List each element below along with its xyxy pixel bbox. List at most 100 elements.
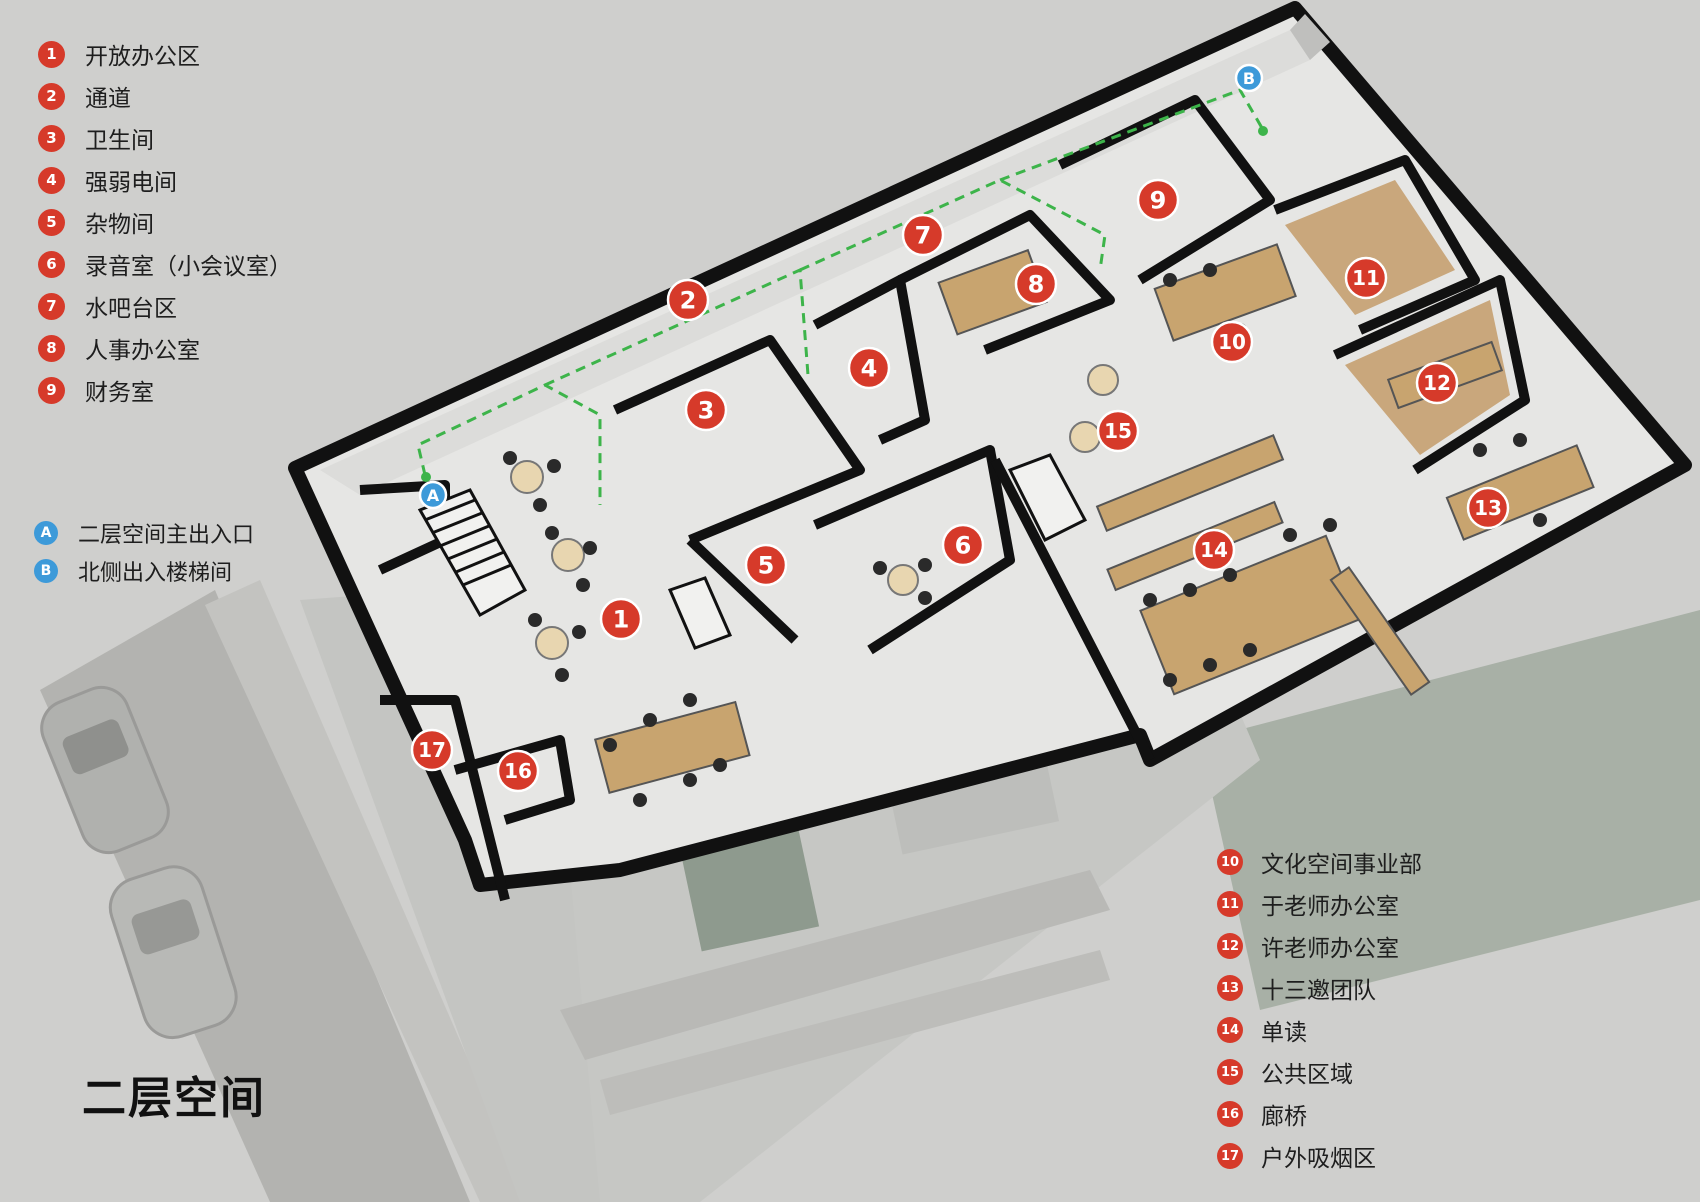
plan-marker-label: 13: [1474, 496, 1502, 520]
legend-badge: 2: [38, 82, 65, 110]
legend-item-3: 3 卫生间: [0, 117, 292, 159]
legend-label: 杂物间: [85, 212, 154, 238]
route-end-dot: [1258, 126, 1268, 136]
legend-label: 水吧台区: [85, 296, 177, 322]
legend-badge: 14: [1217, 1017, 1243, 1043]
plan-marker-label: 17: [418, 738, 446, 762]
legend-label: 十三邀团队: [1261, 978, 1376, 1004]
legend-item-12: 12 许老师办公室: [1217, 925, 1422, 967]
circulation-route: [416, 88, 1264, 505]
plan-marker-label: 10: [1218, 330, 1246, 354]
legend-label: 单读: [1261, 1020, 1307, 1046]
plan-marker-6: 6: [941, 523, 985, 567]
plan-marker-label: 5: [758, 552, 775, 580]
legend-badge: 5: [38, 208, 65, 236]
legend-label: 公共区域: [1261, 1062, 1353, 1088]
plan-marker-label: 6: [955, 532, 972, 560]
legend-label: 通道: [85, 86, 131, 112]
plan-marker-15: 15: [1096, 409, 1140, 453]
legend-badge: 16: [1217, 1101, 1243, 1127]
legend-label: 于老师办公室: [1261, 894, 1399, 920]
plan-marker-label: A: [427, 486, 440, 505]
legend-item-9: 9 财务室: [0, 369, 292, 411]
legend-label: 户外吸烟区: [1261, 1146, 1376, 1172]
stairs: [417, 453, 1088, 650]
legend-badge: 12: [1217, 933, 1243, 959]
legend-item-8: 8 人事办公室: [0, 327, 292, 369]
plan-marker-circle: [1192, 528, 1236, 572]
legend-label: 二层空间主出入口: [78, 523, 255, 548]
legend-item-2: 2 通道: [0, 75, 292, 117]
plan-marker-label: 15: [1104, 419, 1132, 443]
legend-badge: 8: [38, 334, 65, 362]
plan-marker-circle: [599, 597, 643, 641]
plan-marker-circle: [410, 728, 454, 772]
plan-marker-circle: [1466, 486, 1510, 530]
plan-marker-circle: [1344, 256, 1388, 300]
plan-marker-7: 7: [901, 213, 945, 257]
legend-badge: 9: [38, 376, 65, 404]
legend-badge: 6: [38, 250, 65, 278]
plan-marker-14: 14: [1192, 528, 1236, 572]
plan-marker-10: 10: [1210, 320, 1254, 364]
legend-label: 廊桥: [1261, 1104, 1307, 1130]
legend-badge: 4: [38, 166, 65, 194]
plan-marker-circle: [418, 480, 448, 510]
plan-marker-circle: [684, 388, 728, 432]
parked-car-icon: [40, 685, 170, 855]
plan-marker-b: B: [1234, 63, 1264, 93]
legend-label: 卫生间: [85, 128, 154, 154]
legend-label: 人事办公室: [85, 338, 200, 364]
plan-marker-4: 4: [847, 346, 891, 390]
plan-marker-label: 4: [861, 355, 878, 383]
plan-marker-label: 12: [1423, 371, 1451, 395]
plan-marker-circle: [1014, 262, 1058, 306]
legend-label: 开放办公区: [85, 44, 200, 70]
legend-label: 财务室: [85, 380, 154, 406]
plan-marker-circle: [1210, 320, 1254, 364]
plan-marker-label: 8: [1028, 271, 1045, 299]
plan-marker-circle: [901, 213, 945, 257]
plan-marker-16: 16: [496, 749, 540, 793]
plan-marker-1: 1: [599, 597, 643, 641]
plan-marker-9: 9: [1136, 178, 1180, 222]
plan-marker-2: 2: [666, 278, 710, 322]
legend-badge: 10: [1217, 849, 1243, 875]
plan-marker-label: 2: [680, 287, 697, 315]
plan-marker-circle: [1415, 361, 1459, 405]
plan-marker-label: B: [1243, 69, 1255, 88]
plan-marker-label: 1: [613, 606, 630, 634]
plan-marker-label: 3: [698, 397, 715, 425]
ground-level: [40, 580, 1700, 1202]
plan-marker-12: 12: [1415, 361, 1459, 405]
plan-marker-11: 11: [1344, 256, 1388, 300]
plan-marker-8: 8: [1014, 262, 1058, 306]
plan-marker-circle: [744, 543, 788, 587]
legend-badge: 3: [38, 124, 65, 152]
route-start-dot: [421, 472, 431, 482]
plan-marker-label: 7: [915, 222, 932, 250]
legend-label: 许老师办公室: [1261, 936, 1399, 962]
plan-marker-label: 16: [504, 759, 532, 783]
round-tables: [510, 364, 1119, 660]
chairs: [503, 263, 1547, 807]
plan-marker-circle: [496, 749, 540, 793]
plan-marker-17: 17: [410, 728, 454, 772]
plan-marker-circle: [1234, 63, 1264, 93]
plan-marker-circle: [941, 523, 985, 567]
plan-marker-circle: [847, 346, 891, 390]
plan-marker-3: 3: [684, 388, 728, 432]
